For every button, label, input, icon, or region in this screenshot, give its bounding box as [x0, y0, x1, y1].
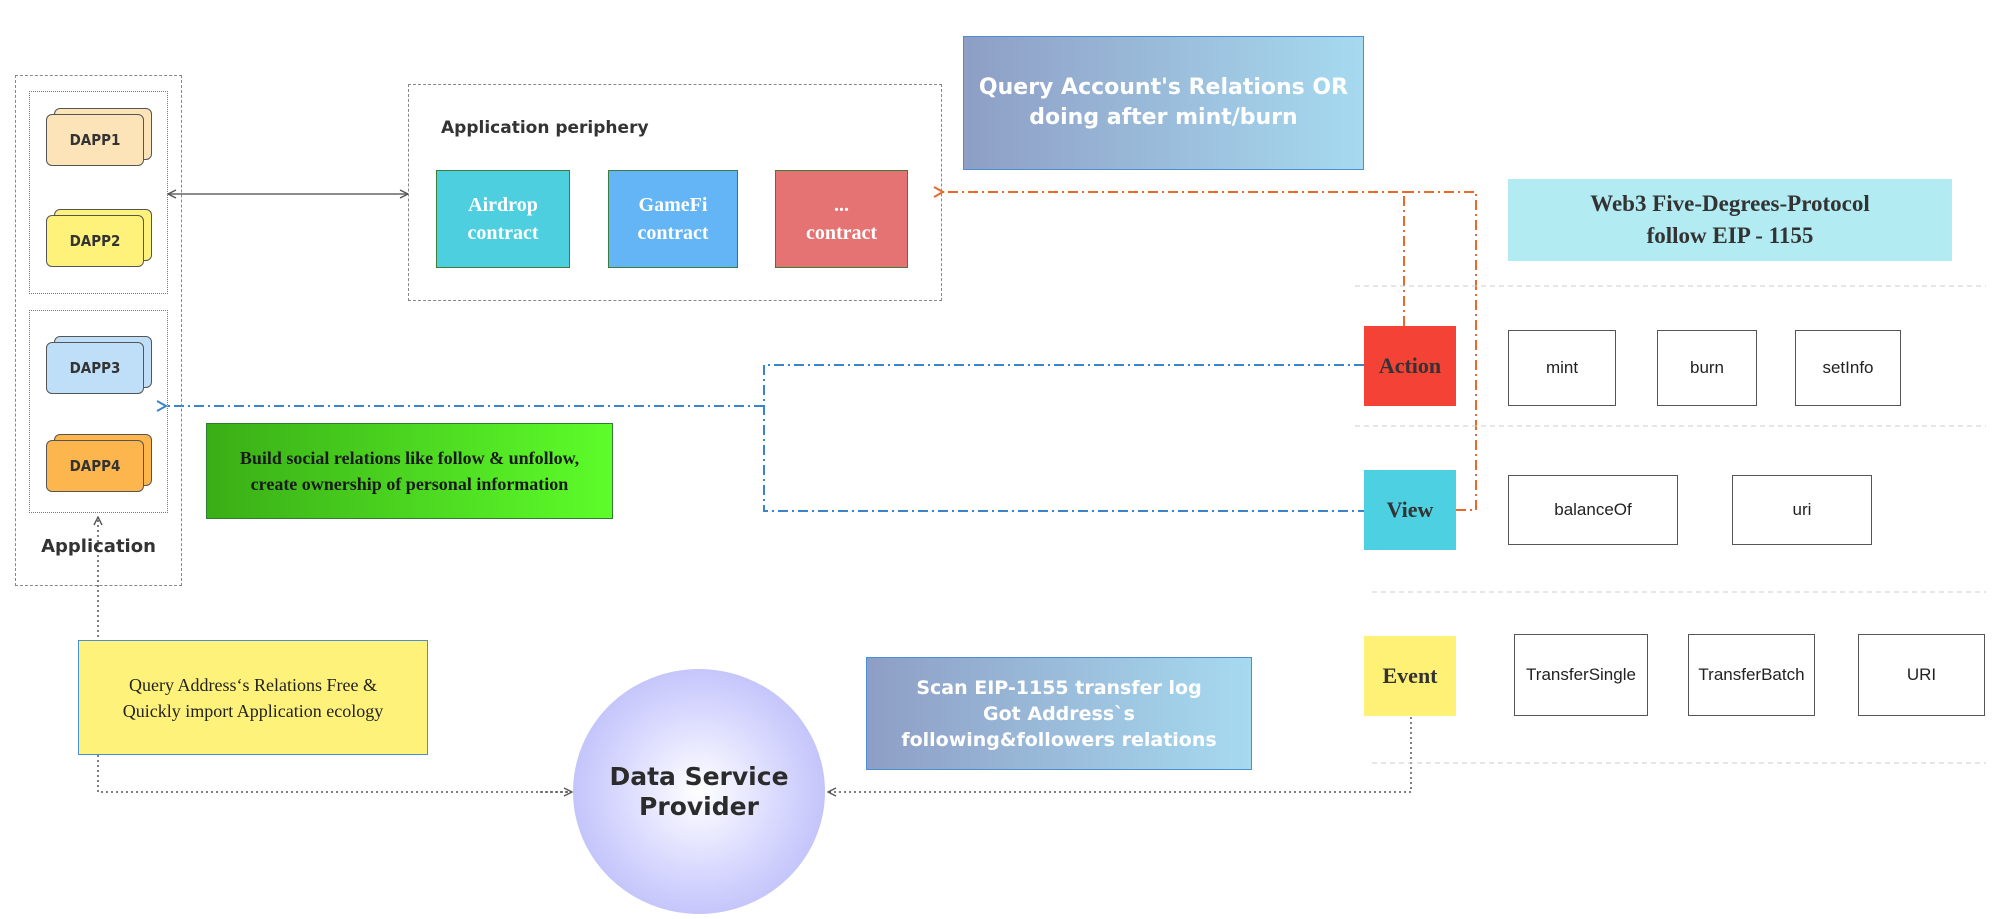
scan-log-line1: Scan EIP-1155 transfer log: [916, 676, 1202, 699]
dapp4-label: DAPP4: [46, 440, 144, 492]
dotted-connector-event: [828, 717, 1412, 792]
data-service-line2: Provider: [639, 791, 759, 821]
application-subgroup-1: [29, 91, 168, 294]
balanceof-op-box[interactable]: balanceOf: [1508, 475, 1678, 545]
other-contract-box[interactable]: ... contract: [775, 170, 908, 268]
dapp1-label: DAPP1: [46, 114, 144, 166]
dapp2-label: DAPP2: [46, 215, 144, 267]
airdrop-contract-box[interactable]: Airdrop contract: [436, 170, 570, 268]
application-title: Application: [41, 536, 156, 557]
transferbatch-event-box[interactable]: TransferBatch: [1688, 634, 1815, 716]
view-label-box[interactable]: View: [1364, 470, 1456, 550]
dapp1-card[interactable]: DAPP1: [46, 108, 152, 166]
data-service-line1: Data Service: [609, 761, 789, 791]
dapp3-label: DAPP3: [46, 342, 144, 394]
scan-log-line2: Got Address`s: [983, 702, 1135, 725]
airdrop-contract-line2: contract: [467, 222, 539, 244]
query-address-line2: Quickly import Application ecology: [122, 700, 384, 721]
other-contract-line1: ...: [833, 194, 849, 216]
query-relations-line2: doing after mint/burn: [1029, 105, 1298, 130]
burn-op-box[interactable]: burn: [1657, 330, 1757, 406]
scan-log-line3: following&followers relations: [901, 728, 1217, 751]
orange-connector: [943, 192, 1405, 326]
gamefi-contract-box[interactable]: GameFi contract: [608, 170, 738, 268]
orange-connector-view: [1404, 191, 1477, 511]
action-label-box[interactable]: Action: [1364, 326, 1456, 406]
uri-event-box[interactable]: URI: [1858, 634, 1985, 716]
build-social-line1: Build social relations like follow & unf…: [239, 448, 580, 468]
other-contract-line2: contract: [805, 222, 878, 244]
setinfo-op-box[interactable]: setInfo: [1795, 330, 1901, 406]
build-social-line2: create ownership of personal information: [250, 474, 569, 494]
airdrop-contract-line1: Airdrop: [468, 194, 538, 216]
gamefi-contract-line2: contract: [637, 222, 709, 244]
build-social-note: Build social relations like follow & unf…: [206, 423, 613, 519]
application-subgroup-2: [29, 310, 168, 513]
protocol-title-line2: follow EIP - 1155: [1646, 223, 1814, 248]
query-relations-line1: Query Account's Relations OR: [978, 75, 1349, 100]
mint-op-box[interactable]: mint: [1508, 330, 1616, 406]
dapp2-card[interactable]: DAPP2: [46, 209, 152, 267]
dapp4-card[interactable]: DAPP4: [46, 434, 152, 492]
protocol-title-box: Web3 Five-Degrees-Protocol follow EIP - 1…: [1508, 179, 1952, 261]
application-group: [15, 75, 182, 586]
gamefi-contract-line1: GameFi: [638, 194, 708, 216]
query-relations-note: Query Account's Relations OR doing after …: [963, 36, 1364, 170]
periphery-title: Application periphery: [441, 118, 649, 138]
protocol-title-line1: Web3 Five-Degrees-Protocol: [1590, 191, 1870, 216]
event-label-box[interactable]: Event: [1364, 636, 1456, 716]
query-address-line1: Query Address‘s Relations Free &: [129, 674, 377, 695]
transfersingle-event-box[interactable]: TransferSingle: [1514, 634, 1648, 716]
query-address-note: Query Address‘s Relations Free & Quickly …: [78, 640, 428, 755]
blue-connector: [763, 364, 1364, 512]
periphery-group: [408, 84, 942, 301]
dapp3-card[interactable]: DAPP3: [46, 336, 152, 394]
uri-op-box[interactable]: uri: [1732, 475, 1872, 545]
dotted-connector-app: [98, 517, 568, 793]
